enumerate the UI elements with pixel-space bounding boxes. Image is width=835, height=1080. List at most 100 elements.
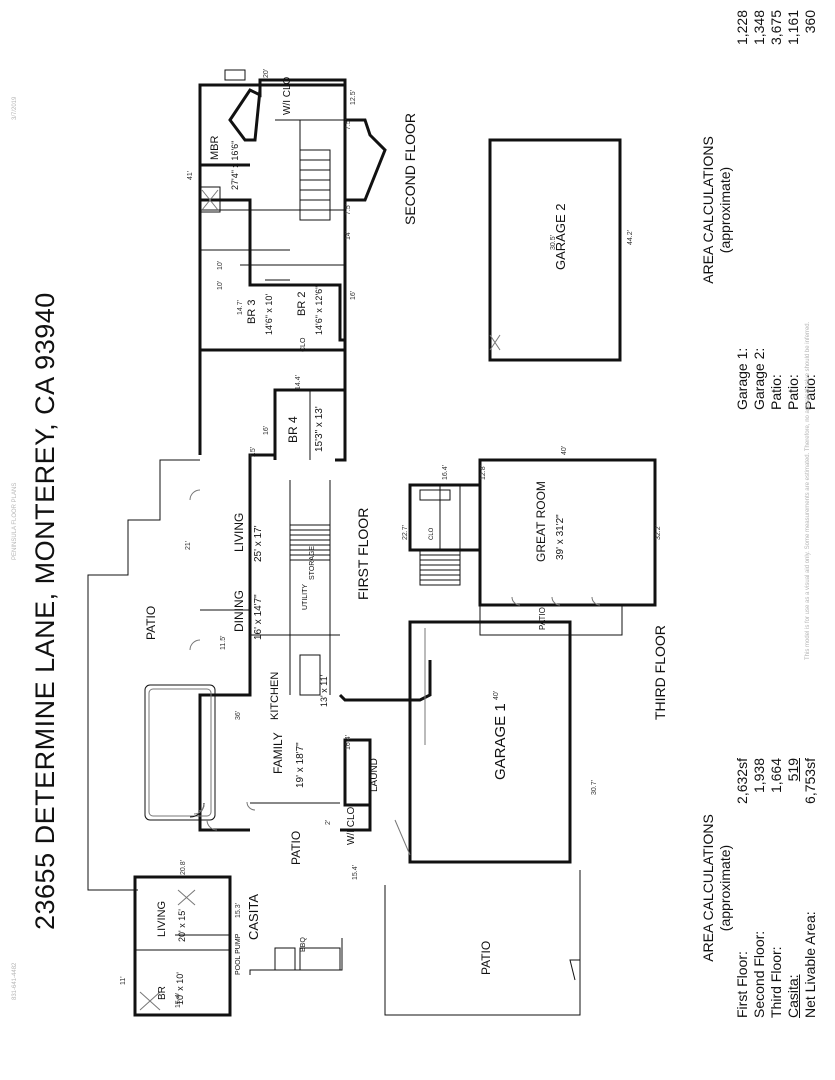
disclaimer-text: This model is for use as a visual aid on… bbox=[805, 321, 811, 660]
third-floor-patio-outline bbox=[479, 605, 623, 636]
casita-living-label: LIVING bbox=[156, 901, 168, 937]
area-calc-row: Garage 1: 1,228 bbox=[734, 10, 751, 410]
area-calc-row: Patio:1,161 bbox=[785, 10, 802, 410]
storage-label: STORAGE bbox=[309, 546, 316, 580]
great-room-walls bbox=[478, 458, 657, 607]
kitchen-size: 13' x 11' bbox=[319, 674, 329, 707]
area-calc-row: Second Floor: 1,938 bbox=[751, 758, 768, 1018]
dim-label: 30.5' bbox=[550, 235, 557, 250]
dim-label: 12.5' bbox=[350, 90, 357, 105]
area-label: Second Floor: bbox=[751, 930, 767, 1018]
dim-label: 21' bbox=[185, 541, 192, 550]
garage-1-label: GARAGE 1 bbox=[492, 703, 509, 780]
area-calc-row: Casita:519 bbox=[785, 758, 802, 1018]
phone-number: 831-641-4482 bbox=[12, 962, 18, 1000]
area-calc-subheading: (approximate) bbox=[717, 166, 733, 254]
dim-label: 36' bbox=[235, 711, 242, 720]
first-floor-title: FIRST FLOOR bbox=[355, 508, 371, 600]
patio-label-rear: PATIO bbox=[144, 606, 158, 640]
third-floor-plan bbox=[408, 458, 657, 636]
first-floor-plan bbox=[87, 163, 581, 1017]
third-floor-closet-label: CLO bbox=[429, 527, 435, 540]
dim-label: 20' bbox=[263, 69, 270, 78]
area-label: First Floor: bbox=[734, 951, 750, 1018]
area-calculations-living: AREA CALCULATIONS (approximate) First Fl… bbox=[700, 758, 819, 1018]
patio-label-front: PATIO bbox=[479, 941, 493, 975]
br2-label: BR 2 bbox=[296, 292, 308, 316]
casita-br-size: 10' x 10' bbox=[175, 972, 185, 1005]
br3-label: BR 3 bbox=[246, 300, 258, 324]
second-floor-title: SECOND FLOOR bbox=[402, 113, 418, 225]
dining-room-size: 16' x 14'7" bbox=[253, 594, 264, 640]
casita-label: CASITA bbox=[246, 894, 261, 940]
great-room-label: GREAT ROOM bbox=[534, 481, 548, 562]
mbr-label: MBR bbox=[209, 136, 221, 161]
casita-plan bbox=[133, 875, 343, 1017]
dim-label: 7.5' bbox=[345, 204, 352, 215]
rear-patio-outline bbox=[87, 459, 200, 891]
dim-label: 32.2' bbox=[655, 525, 662, 540]
first-floor-stairs bbox=[289, 524, 331, 561]
pool-pump-label: POOL PUMP bbox=[235, 933, 242, 975]
dim-label: 7.5' bbox=[250, 447, 257, 458]
area-value: 519 bbox=[785, 758, 801, 782]
dim-label: 44.2' bbox=[627, 230, 634, 245]
third-floor-patio-label: PATIO bbox=[538, 607, 547, 630]
dim-label: 10' bbox=[217, 261, 224, 270]
dim-label: 14.7' bbox=[237, 300, 244, 315]
area-value: 2,632sf bbox=[734, 758, 750, 804]
dim-label: 30.7' bbox=[591, 780, 598, 795]
dim-label: 11.5' bbox=[220, 636, 227, 650]
area-label: Patio: bbox=[768, 374, 784, 410]
casita-living-size: 20' x 15' bbox=[177, 909, 187, 942]
wi-closet-label: W/I CLO bbox=[346, 806, 357, 845]
mbr-wi-closet-label: W/I CLO bbox=[282, 76, 293, 115]
area-label: Garage 2: bbox=[751, 347, 767, 410]
living-room-label: LIVING bbox=[232, 513, 246, 552]
second-floor-stairs bbox=[299, 149, 331, 221]
area-calc-heading: AREA CALCULATIONS bbox=[700, 136, 716, 284]
family-room-label: FAMILY bbox=[271, 732, 285, 774]
dim-label: 20.8' bbox=[180, 860, 187, 875]
area-calc-row: First Floor: 2,632sf bbox=[734, 758, 751, 1018]
br2-size: 14'6" x 12'6" bbox=[314, 286, 324, 335]
area-label: Net Livable Area: bbox=[802, 911, 818, 1018]
dim-label: 12.8' bbox=[480, 465, 487, 480]
dim-label: 2' bbox=[325, 820, 332, 825]
laundry-label: LAUND bbox=[369, 758, 380, 792]
area-calc-row: Patio: 3,675 bbox=[768, 10, 785, 410]
area-label: Garage 1: bbox=[734, 347, 750, 410]
dim-label: 40' bbox=[493, 691, 500, 700]
area-calculations-garage-patio: AREA CALCULATIONS (approximate) Garage 1… bbox=[700, 10, 819, 410]
area-calc-row: Third Floor:1,664 bbox=[768, 758, 785, 1018]
dim-label: 22.7' bbox=[402, 525, 409, 540]
area-value: 3,675 bbox=[768, 10, 784, 46]
dim-label: 11' bbox=[120, 976, 127, 985]
patio-label-side: PATIO bbox=[289, 831, 303, 865]
company-name: PENINSULA FLOOR PLANS bbox=[12, 482, 18, 560]
area-value: 6,753sf bbox=[802, 758, 818, 804]
dim-label: 14' bbox=[345, 231, 352, 240]
dim-label: 7.5' bbox=[345, 119, 352, 130]
second-floor-plan bbox=[198, 69, 387, 352]
area-calc-heading: AREA CALCULATIONS bbox=[700, 814, 716, 962]
utility-label: UTILITY bbox=[302, 584, 309, 610]
great-room-size: 39' x 31'2" bbox=[555, 514, 566, 560]
swimming-pool bbox=[144, 684, 216, 821]
casita-br-label: BR bbox=[157, 986, 168, 1000]
living-room-size: 25' x 17' bbox=[253, 525, 264, 562]
area-label: Third Floor: bbox=[768, 946, 784, 1018]
area-value: 1,161 bbox=[785, 10, 801, 46]
first-floor-outline-front bbox=[198, 822, 250, 832]
area-calc-row: Net Livable Area: 6,753sf bbox=[802, 758, 819, 1018]
area-value: 1,348 bbox=[751, 10, 767, 46]
garage-1-walls bbox=[408, 620, 572, 864]
area-value: 1,228 bbox=[734, 10, 750, 46]
front-patio-outline bbox=[384, 870, 581, 1016]
area-value: 1,938 bbox=[751, 758, 767, 794]
area-calc-row: Garage 2: 1,348 bbox=[751, 10, 768, 410]
dim-label: 16' bbox=[350, 291, 357, 300]
